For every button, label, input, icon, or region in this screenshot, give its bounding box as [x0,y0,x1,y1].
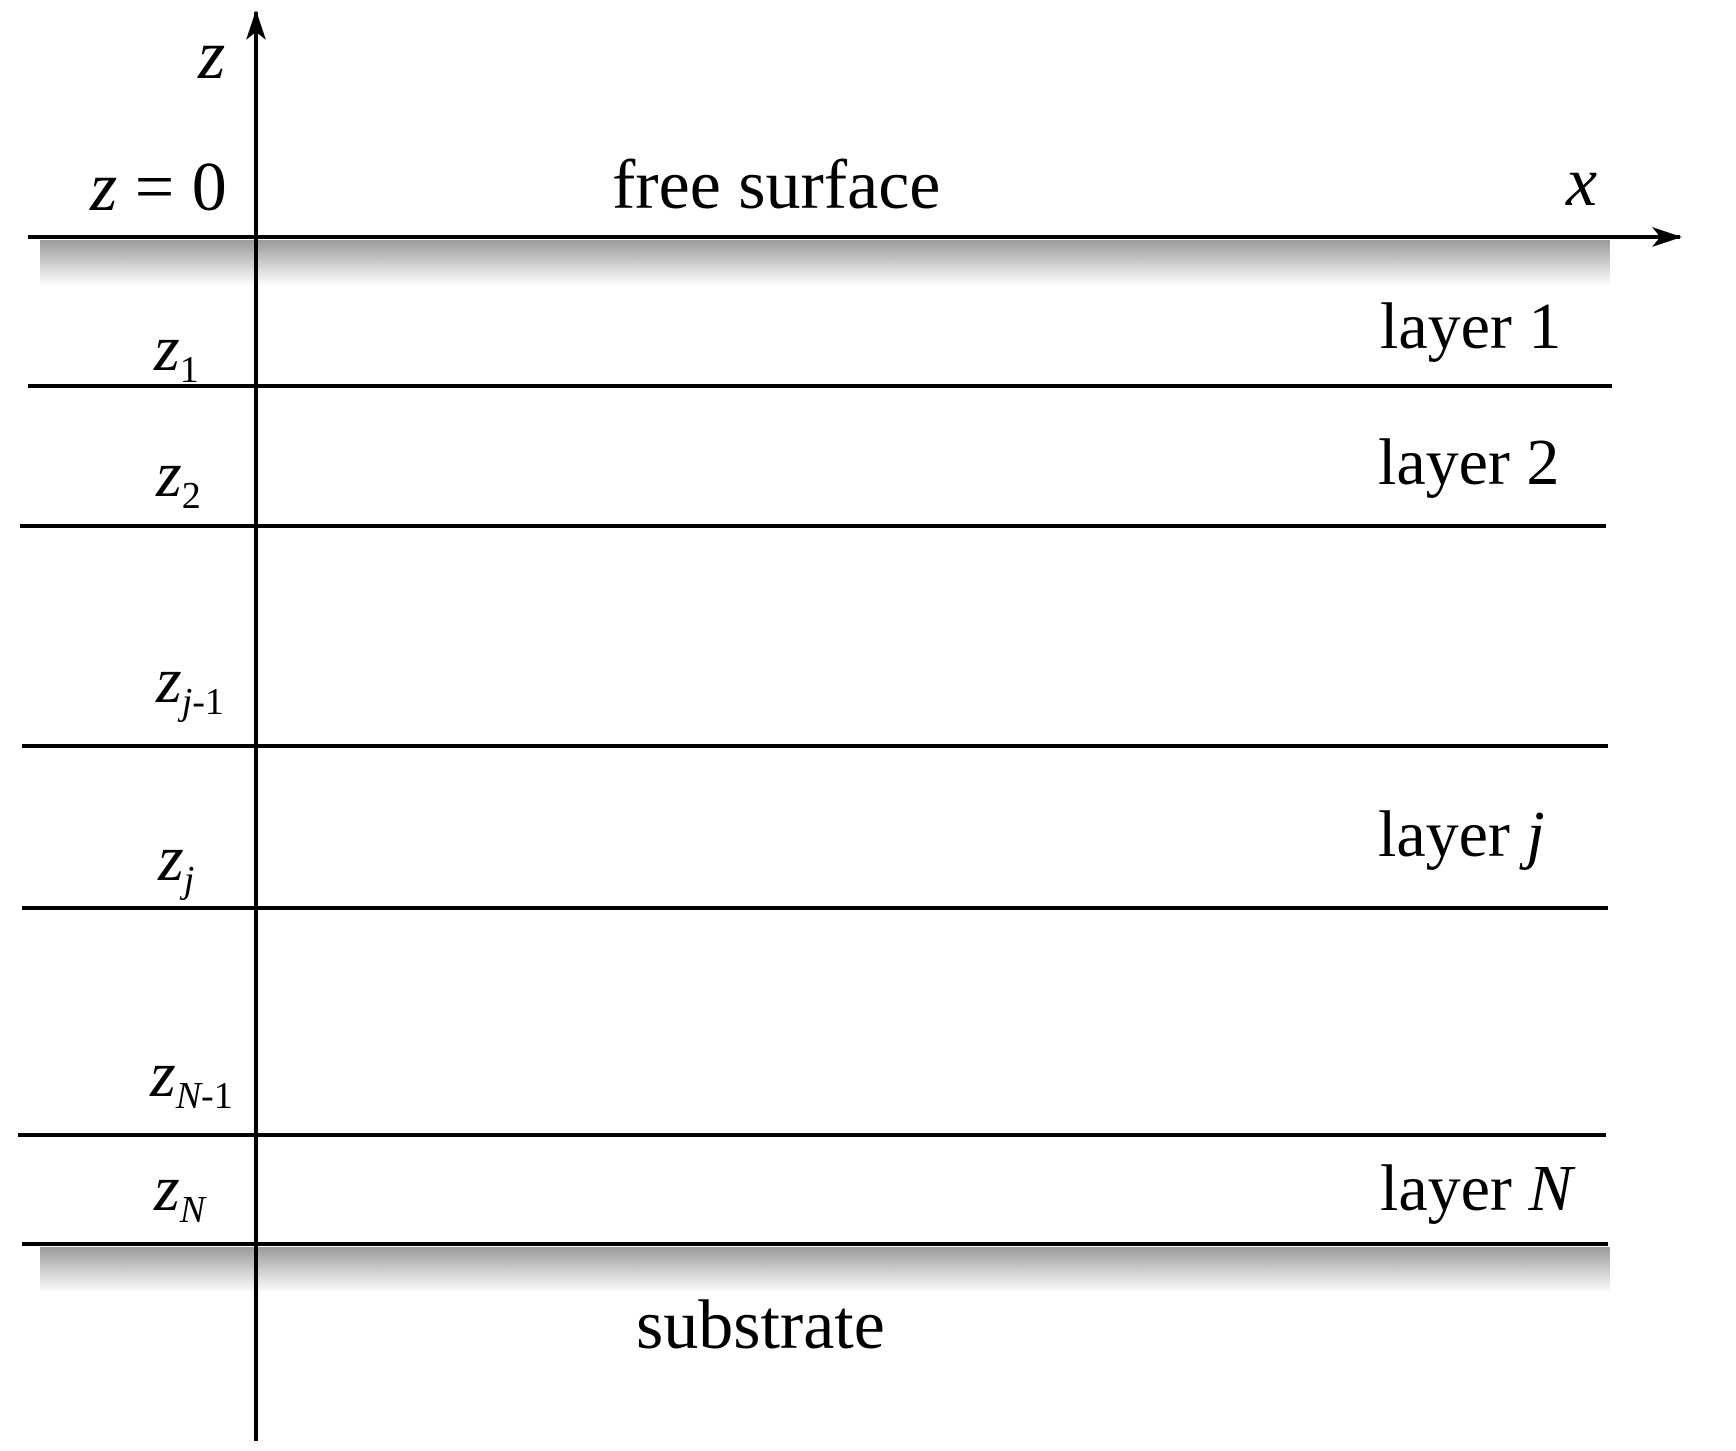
interface-label-z2: z2 [155,438,201,517]
substrate-label: substrate [636,1287,885,1364]
interface-label-zj-1: zj-1 [155,644,224,723]
layer-j-label: layer j [1378,798,1545,871]
interface-label-z1: z1 [153,312,199,391]
layer-2-label: layer 2 [1378,426,1559,499]
layer-1-label: layer 1 [1380,290,1561,363]
free-surface-label: free surface [612,147,940,224]
interface-label-zN-1: zN-1 [149,1038,233,1117]
free-surface-shading [40,240,1610,286]
origin-label: z = 0 [89,149,227,226]
layer-N-label: layer N [1380,1152,1576,1225]
x-axis-label: x [1565,144,1597,221]
z-axis-label: z [197,17,225,94]
interface-label-zN: zN [153,1152,208,1231]
interface-label-zj: zj [157,822,194,901]
substrate-shading [40,1247,1610,1293]
